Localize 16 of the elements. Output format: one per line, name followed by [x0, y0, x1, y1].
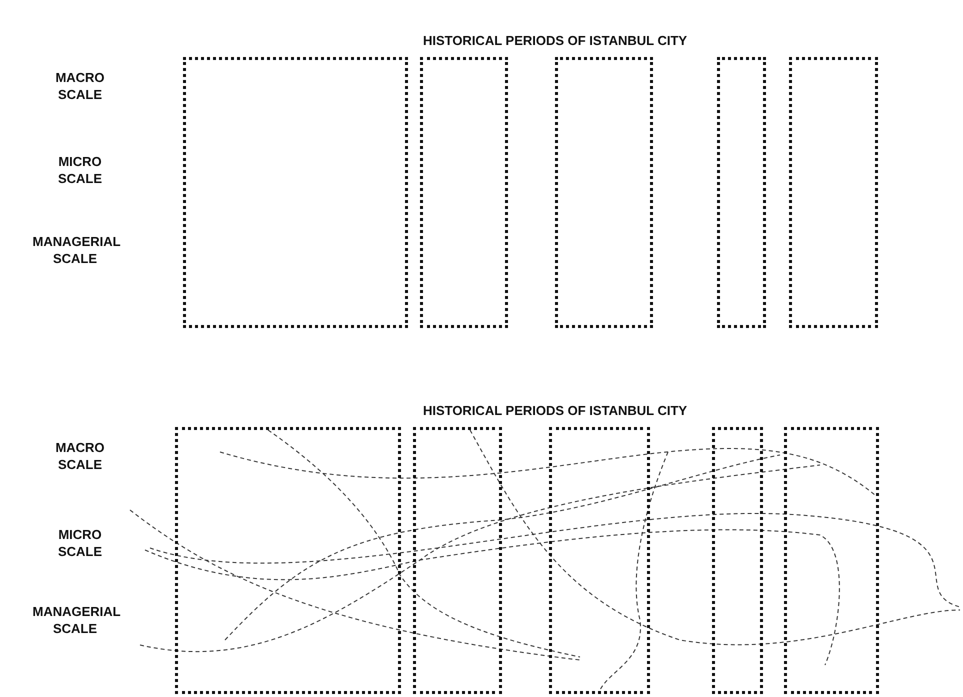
dashed-frame	[175, 427, 401, 694]
panel-title: HISTORICAL PERIODS OF ISTANBUL CITY	[422, 402, 688, 419]
dashed-frame	[183, 57, 408, 328]
row-label: MACRO SCALE	[54, 439, 106, 473]
dashed-frame	[789, 57, 878, 328]
row-label: MICRO SCALE	[56, 153, 104, 187]
dashed-frame	[784, 427, 879, 694]
dashed-frame	[549, 427, 650, 694]
dashed-frame	[420, 57, 508, 328]
dashed-frame	[717, 57, 766, 328]
dashed-frame	[555, 57, 653, 328]
row-label: MACRO SCALE	[54, 69, 106, 103]
panel-title: HISTORICAL PERIODS OF ISTANBUL CITY	[422, 32, 688, 49]
row-label: MICRO SCALE	[56, 526, 104, 560]
dashed-frame	[712, 427, 763, 694]
dashed-frame	[413, 427, 502, 694]
